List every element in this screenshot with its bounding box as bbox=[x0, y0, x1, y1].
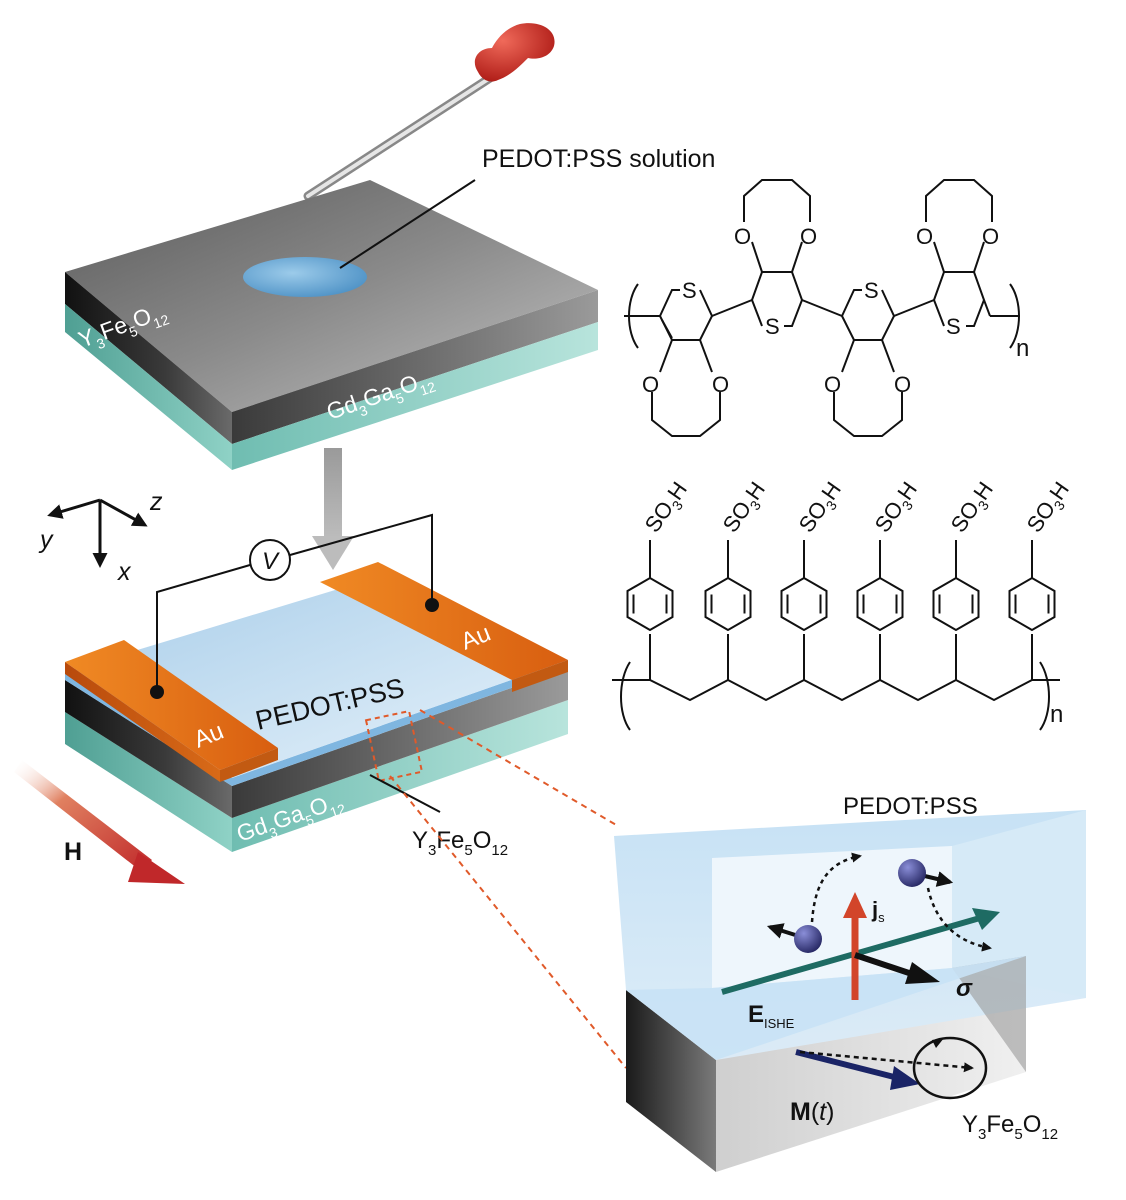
au-electrode-right bbox=[320, 562, 568, 692]
pss-unit: SO3H bbox=[932, 477, 1002, 680]
atom-s: S bbox=[765, 314, 780, 339]
top-sample-face bbox=[65, 180, 598, 412]
electron-right bbox=[898, 859, 954, 887]
voltmeter-label: V bbox=[262, 548, 280, 575]
pss-repeat: n bbox=[1050, 701, 1063, 728]
axis-z-label: z bbox=[149, 488, 163, 516]
sigma-arrow bbox=[854, 952, 940, 984]
pedot-repeat-n: n bbox=[1016, 335, 1029, 362]
e-ishe-arrow bbox=[721, 908, 1000, 995]
pedot-unit-1 bbox=[651, 289, 721, 437]
spin-flow-paths bbox=[810, 852, 992, 952]
atom-o: O bbox=[894, 372, 911, 397]
pedot-structure bbox=[624, 179, 1020, 437]
au-electrode-left bbox=[65, 640, 278, 782]
coordinate-axes bbox=[47, 498, 148, 568]
so3h-group: SO3H bbox=[946, 477, 1002, 539]
pss-unit: SO3H bbox=[626, 477, 696, 680]
atom-o: O bbox=[800, 224, 817, 249]
pedot-unit-2 bbox=[711, 179, 811, 327]
atom-s: S bbox=[946, 314, 961, 339]
yig-right bbox=[232, 668, 568, 818]
top-sample bbox=[65, 179, 598, 470]
pss-unit: SO3H bbox=[780, 477, 850, 680]
pss-backbone bbox=[612, 678, 1060, 702]
yig-bottom-label: Y3Fe5O12 bbox=[412, 827, 508, 859]
axis-x-label: x bbox=[117, 558, 132, 586]
so3h-group: SO3H bbox=[870, 477, 926, 539]
pss-unit: SO3H bbox=[704, 477, 774, 680]
inset-pedot-label: PEDOT:PSS bbox=[843, 793, 978, 820]
inset-inner-cavity bbox=[712, 846, 952, 988]
voltmeter-circuit bbox=[156, 513, 433, 692]
field-h-label: H bbox=[64, 838, 82, 866]
pedot-solution-label: PEDOT:PSS solution bbox=[482, 145, 715, 173]
atom-o: O bbox=[824, 372, 841, 397]
electron-left bbox=[766, 923, 822, 953]
top-yig-right bbox=[232, 290, 598, 444]
mt-label: M(t) bbox=[790, 1098, 834, 1126]
sigma-label: σ bbox=[956, 975, 973, 1002]
inset-yig-front bbox=[626, 990, 716, 1172]
precession-orbit bbox=[912, 1036, 988, 1100]
inset-yig-label: Y3Fe5O12 bbox=[962, 1111, 1058, 1143]
inset-yig-top-strip bbox=[952, 956, 1026, 1072]
inset-interface bbox=[614, 810, 1086, 1172]
so3h-group: SO3H bbox=[640, 477, 696, 539]
top-yig-front bbox=[65, 272, 232, 444]
atom-o: O bbox=[982, 224, 999, 249]
pss-unit: SO3H bbox=[1008, 477, 1078, 680]
pss-rings: SO3H SO3H SO3H SO3H SO3H SO3H bbox=[626, 477, 1078, 680]
top-ggg-front bbox=[65, 304, 232, 470]
atom-s: S bbox=[864, 278, 879, 303]
zoom-lines bbox=[389, 709, 627, 1069]
pss-structure bbox=[612, 661, 1060, 731]
contact-dot-left bbox=[150, 685, 164, 699]
pedot-unit-4 bbox=[893, 179, 993, 327]
atom-o: O bbox=[642, 372, 659, 397]
atom-o: O bbox=[734, 224, 751, 249]
atom-o: O bbox=[712, 372, 729, 397]
e-ishe-label: EISHE bbox=[748, 1001, 795, 1031]
so3h-group: SO3H bbox=[794, 477, 850, 539]
so3h-group: SO3H bbox=[1022, 477, 1078, 539]
solution-pointer bbox=[339, 179, 476, 269]
pss-bracket-right bbox=[1039, 661, 1050, 731]
pss-bracket-left bbox=[620, 661, 631, 731]
top-ggg-right bbox=[232, 322, 598, 470]
atom-o: O bbox=[916, 224, 933, 249]
atom-s: S bbox=[682, 278, 697, 303]
voltmeter bbox=[249, 539, 291, 581]
process-arrow bbox=[312, 448, 354, 570]
solution-puddle bbox=[243, 257, 367, 297]
pedot-unit-3 bbox=[801, 289, 903, 437]
axis-y-label: y bbox=[38, 526, 54, 554]
ggg-front bbox=[65, 712, 232, 852]
contact-dot-right bbox=[425, 598, 439, 612]
pedot-atom-labels: S S S S O O O O O O O O n bbox=[642, 224, 1029, 397]
pss-repeat-n: n bbox=[1050, 701, 1063, 728]
pipette-bulb bbox=[474, 23, 555, 82]
interface-zoom-box bbox=[364, 709, 424, 783]
field-arrow-h bbox=[14, 760, 185, 884]
js-label: js bbox=[871, 897, 885, 925]
pss-unit: SO3H bbox=[856, 477, 926, 680]
so3h-group: SO3H bbox=[718, 477, 774, 539]
yig-front bbox=[65, 680, 232, 818]
magnetization-arrow bbox=[795, 1036, 988, 1100]
